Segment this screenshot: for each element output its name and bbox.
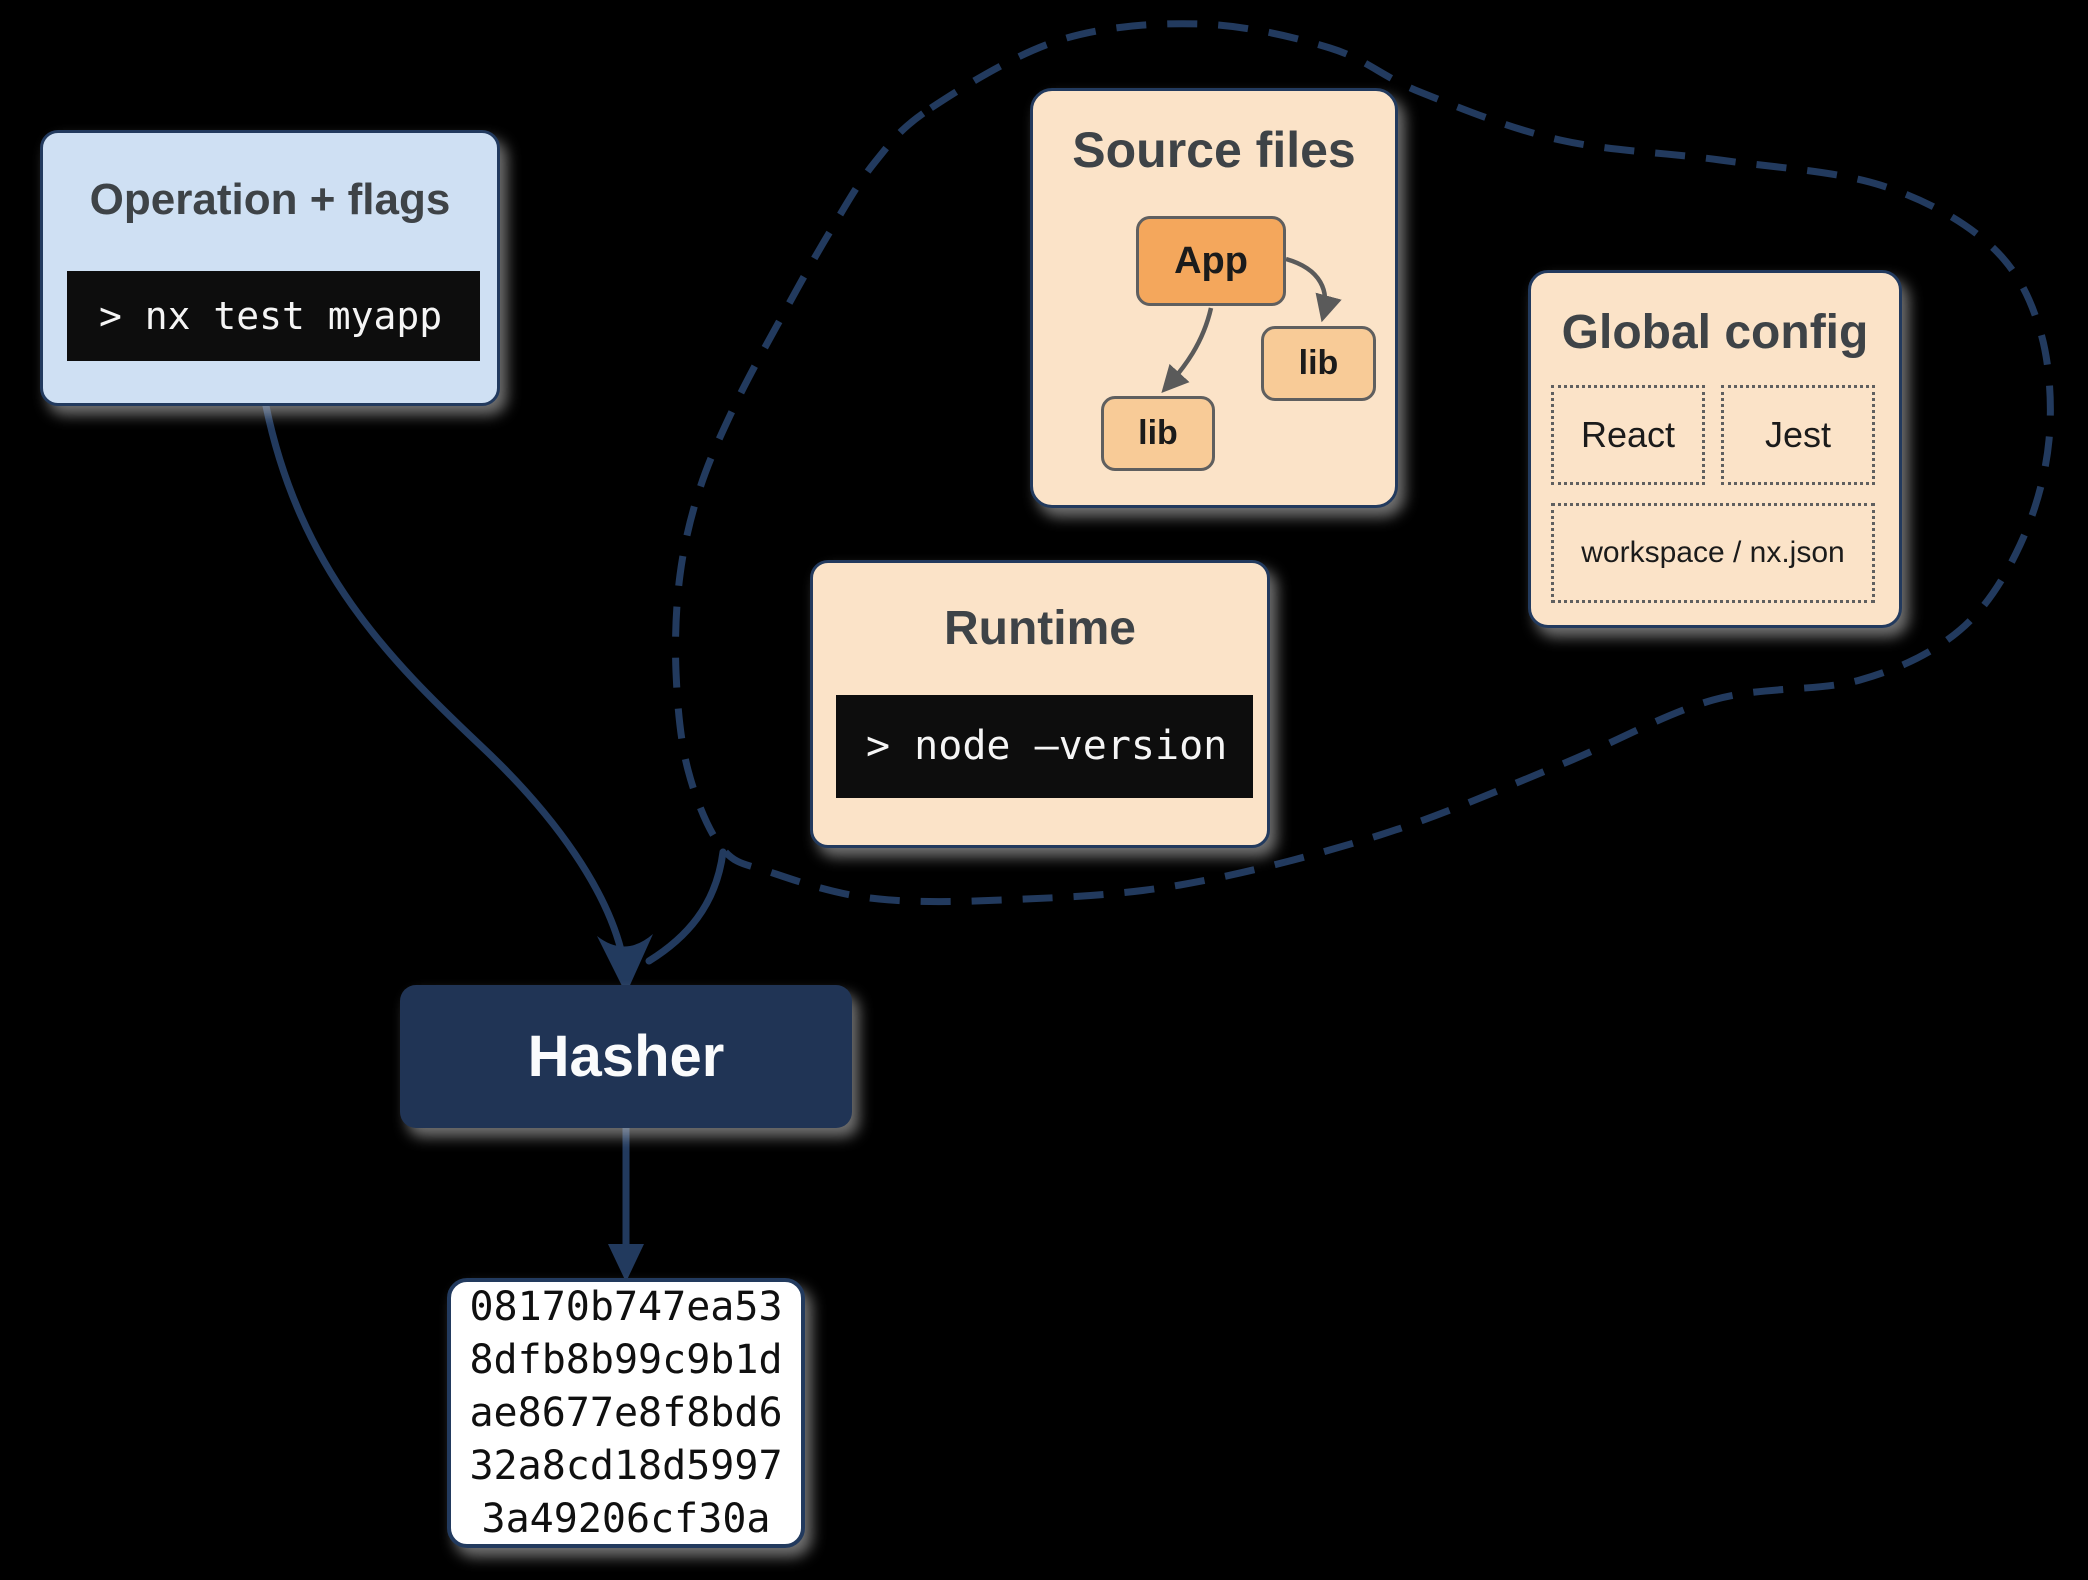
arrow-app-to-lib-left <box>1161 307 1214 393</box>
hash-output-card: 08170b747ea53 8dfb8b99c9b1d ae8677e8f8bd… <box>447 1278 805 1548</box>
operation-command-terminal: > nx test myapp <box>67 271 480 361</box>
dependency-arrows <box>1161 256 1342 393</box>
runtime-command-terminal: > node –version <box>836 695 1253 798</box>
runtime-title: Runtime <box>944 602 1136 655</box>
cloud-outline <box>672 20 2054 906</box>
operation-flags-card: Operation + flags > nx test myapp <box>40 130 500 406</box>
arrow-cloud-to-hasher <box>645 848 727 965</box>
hasher-label: Hasher <box>527 1024 725 1089</box>
hasher-node: Hasher <box>400 985 852 1128</box>
global-config-card: Global config React Jest workspace / nx.… <box>1528 270 1902 628</box>
operation-flags-title: Operation + flags <box>89 175 451 224</box>
config-item-jest: Jest <box>1721 385 1875 485</box>
source-files-title: Source files <box>1072 122 1356 178</box>
source-files-card: Source files App lib lib <box>1030 88 1398 508</box>
app-node: App <box>1136 216 1286 306</box>
lib-node-left: lib <box>1101 396 1215 471</box>
config-item-workspace-nxjson: workspace / nx.json <box>1551 503 1875 603</box>
hash-line: ae8677e8f8bd6 <box>469 1389 783 1436</box>
runtime-card: Runtime > node –version <box>810 560 1270 848</box>
arrow-operation-to-hasher <box>262 402 625 954</box>
lib-node-right: lib <box>1261 326 1376 401</box>
merged-arrowhead <box>597 934 653 994</box>
hash-arrowhead <box>608 1244 644 1282</box>
global-config-title: Global config <box>1561 306 1869 359</box>
arrow-app-to-lib-right <box>1285 256 1342 323</box>
hash-line: 3a49206cf30a <box>481 1495 771 1542</box>
hash-line: 08170b747ea53 <box>469 1283 783 1330</box>
hash-line: 32a8cd18d5997 <box>469 1442 783 1489</box>
hash-line: 8dfb8b99c9b1d <box>469 1336 783 1383</box>
config-item-react: React <box>1551 385 1705 485</box>
